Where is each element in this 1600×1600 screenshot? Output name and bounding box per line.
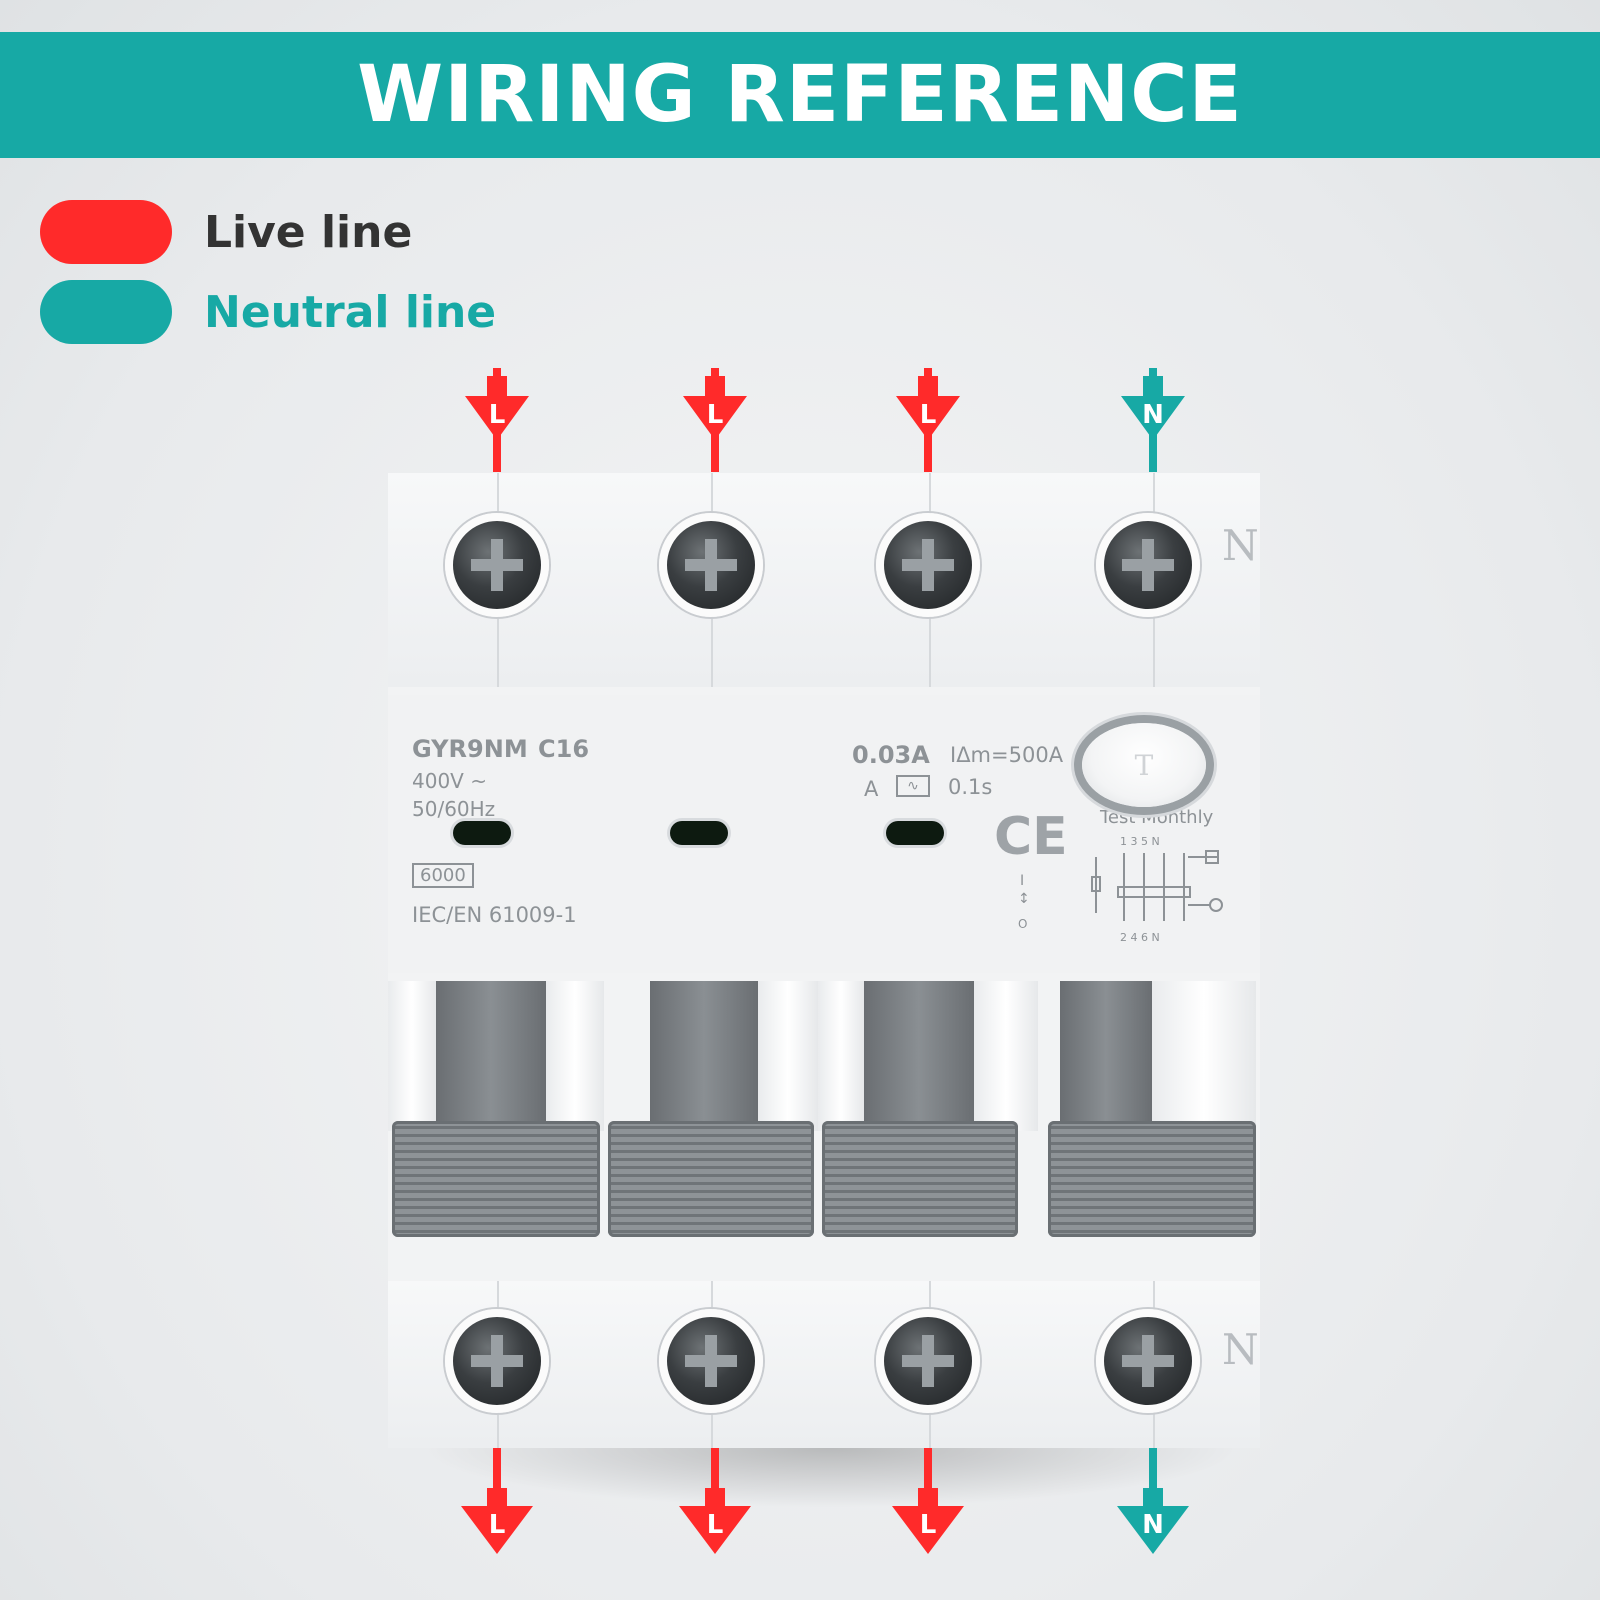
toggle-handle-1[interactable] — [392, 1121, 600, 1237]
voltage-rating: 400V ~ — [412, 769, 487, 793]
arrow-label: L — [919, 1510, 937, 1540]
status-indicator — [670, 821, 728, 845]
toggle-handle-2[interactable] — [608, 1121, 814, 1237]
arrow-label: L — [488, 400, 506, 430]
status-indicator — [453, 821, 511, 845]
frequency-rating: 50/60Hz — [412, 797, 496, 821]
handle-guard — [546, 981, 604, 1131]
arrow-label: L — [919, 400, 937, 430]
diagram-bottom-terminals: 2 4 6 N — [1120, 931, 1160, 944]
legend-live: Live line — [40, 200, 412, 264]
arrow-label: L — [706, 400, 724, 430]
arrow-label: L — [706, 1510, 724, 1540]
toggle-handle-3[interactable] — [822, 1121, 1018, 1237]
arrow-top-n: N — [1113, 368, 1193, 478]
arrow-top-l2: L — [675, 368, 755, 478]
terminal-screw-icon[interactable] — [876, 1309, 980, 1413]
handle-section — [388, 981, 1260, 1241]
arrow-down-icon — [683, 368, 747, 472]
arrow-bottom-l2: L — [675, 1448, 755, 1558]
residual-current: 0.03A — [852, 741, 930, 769]
page-title: WIRING REFERENCE — [357, 50, 1243, 140]
title-banner: WIRING REFERENCE — [0, 32, 1600, 158]
arrow-down-icon — [1121, 368, 1185, 472]
arrow-down-icon — [465, 368, 529, 472]
diagram-top-terminals: 1 3 5 N — [1120, 835, 1160, 848]
test-monthly-label: Test Monthly — [1100, 807, 1214, 828]
legend-live-label: Live line — [204, 206, 413, 258]
arrow-bottom-l3: L — [888, 1448, 968, 1558]
arrow-down-icon — [892, 1448, 964, 1554]
terminal-screw-icon[interactable] — [1096, 1309, 1200, 1413]
arrow-bottom-n: N — [1113, 1448, 1193, 1558]
current-rating: C16 — [538, 735, 590, 763]
terminal-screw-icon[interactable] — [659, 1309, 763, 1413]
arrow-down-icon — [1117, 1448, 1189, 1554]
i-delta-m: IΔm=500A — [950, 743, 1064, 767]
legend-neutral-label: Neutral line — [204, 286, 497, 338]
handle-guard — [1152, 981, 1256, 1131]
switch-off-mark: O — [1018, 917, 1028, 931]
handle-shaft — [650, 981, 758, 1131]
toggle-handle-n[interactable] — [1048, 1121, 1256, 1237]
arrow-bottom-l1: L — [457, 1448, 537, 1558]
rcd-type: A — [864, 777, 879, 801]
arrow-down-icon — [461, 1448, 533, 1554]
neutral-mark-bottom: N — [1222, 1325, 1259, 1374]
live-line-swatch — [40, 200, 172, 264]
terminal-screw-icon[interactable] — [1096, 513, 1200, 617]
waveform-icon: ∿ — [896, 775, 930, 797]
arrow-label: N — [1142, 1510, 1164, 1540]
front-label-panel: GYR9NM C16 400V ~ 50/60Hz 6000 IEC/EN 61… — [388, 695, 1260, 973]
standard-label: IEC/EN 61009-1 — [412, 903, 577, 927]
rcbo-breaker: N GYR9NM C16 400V ~ 50/60Hz 6000 IEC/EN … — [388, 473, 1260, 1448]
handle-guard — [388, 981, 436, 1131]
terminal-screw-icon[interactable] — [445, 1309, 549, 1413]
circuit-diagram-icon — [1091, 850, 1223, 921]
switch-on-mark: I — [1020, 873, 1025, 889]
arrow-top-l3: L — [888, 368, 968, 478]
handle-shaft — [864, 981, 974, 1131]
terminal-screw-icon[interactable] — [876, 513, 980, 617]
arrow-down-icon — [679, 1448, 751, 1554]
status-indicator — [886, 821, 944, 845]
switch-arrow-icon: ↕ — [1018, 891, 1030, 907]
test-button-label: T — [1134, 748, 1154, 782]
terminal-screw-icon[interactable] — [659, 513, 763, 617]
neutral-line-swatch — [40, 280, 172, 344]
device-shadow — [420, 1448, 1240, 1508]
terminal-screw-icon[interactable] — [445, 513, 549, 617]
handle-shaft — [1060, 981, 1152, 1131]
arrow-top-l1: L — [457, 368, 537, 478]
handle-guard — [818, 981, 864, 1131]
handle-guard — [974, 981, 1038, 1131]
trip-time: 0.1s — [948, 775, 993, 799]
arrow-label: N — [1142, 400, 1164, 430]
breaking-capacity: 6000 — [412, 863, 474, 888]
handle-guard — [758, 981, 818, 1131]
test-button[interactable]: T — [1082, 723, 1206, 807]
arrow-label: L — [488, 1510, 506, 1540]
model-name: GYR9NM — [412, 735, 528, 763]
arrow-down-icon — [896, 368, 960, 472]
legend-neutral: Neutral line — [40, 280, 496, 344]
neutral-mark-top: N — [1222, 521, 1259, 570]
ce-mark: CE — [994, 807, 1068, 867]
handle-shaft — [436, 981, 546, 1131]
